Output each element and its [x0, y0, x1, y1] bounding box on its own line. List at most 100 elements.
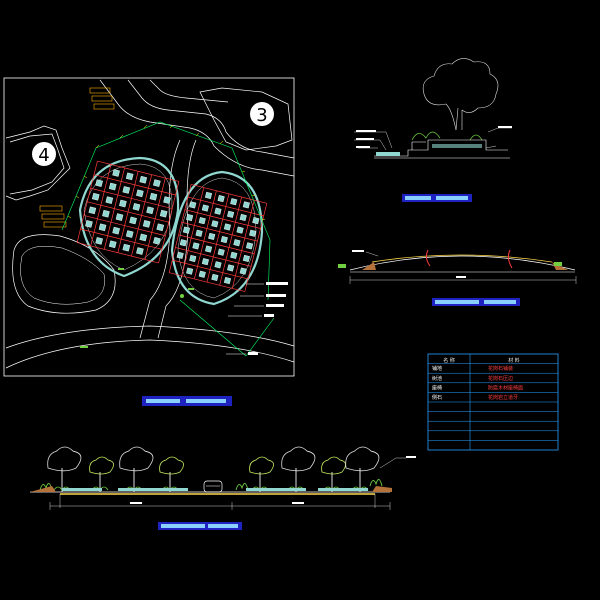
grid-line	[187, 196, 264, 217]
table-cell-material: 花岗岩立道牙	[488, 394, 518, 401]
grid-line	[83, 215, 166, 237]
mound-surface	[371, 254, 553, 263]
tree-pit	[153, 179, 161, 187]
tree-pit	[153, 237, 161, 245]
tree-pit	[211, 220, 219, 228]
table-cell-name: 侧石	[432, 394, 442, 401]
grid-line	[206, 193, 230, 283]
tree-pit	[102, 209, 110, 218]
plan-view: 4 3	[3, 77, 295, 406]
zone-label-3: 3	[256, 105, 267, 126]
grid-line	[168, 184, 192, 273]
tree-pit	[85, 220, 93, 228]
tree-pit	[223, 223, 232, 231]
tree-pool-section	[354, 58, 512, 202]
tree-pit	[125, 230, 134, 238]
tree-pit	[227, 210, 235, 218]
tree-pit	[182, 226, 191, 234]
tree-pit	[119, 199, 127, 208]
section-tree	[422, 58, 499, 131]
section-leader-text	[356, 126, 512, 148]
tree-canopy	[159, 456, 184, 475]
tree-pit	[230, 198, 238, 206]
lake-inner	[20, 246, 105, 305]
grid-line	[181, 221, 258, 242]
grid-line	[194, 190, 217, 280]
plan-vegetation-marks	[80, 268, 194, 348]
tree-canopy	[281, 446, 316, 472]
tree-canopy	[321, 456, 346, 475]
tree-pit	[122, 243, 131, 252]
building-3	[199, 87, 293, 151]
tree-pit	[163, 196, 171, 204]
street-paving-strips	[62, 488, 368, 491]
tree-pit	[132, 203, 141, 211]
tree-pit	[220, 236, 228, 244]
tree-pit	[249, 229, 257, 237]
tree-pit	[189, 254, 197, 263]
tree-pit	[139, 233, 148, 242]
tree-canopy	[345, 446, 380, 472]
plan-callout-text-placeholders	[248, 282, 288, 355]
tree-pit	[189, 201, 197, 209]
tree-pit	[139, 175, 148, 184]
tree-pit	[186, 213, 194, 222]
plan-dimension-ticks	[67, 124, 266, 221]
tree-pit	[242, 254, 250, 263]
street-car	[203, 480, 223, 493]
shrub	[235, 483, 249, 491]
tree-pit	[236, 226, 244, 234]
tree-pit	[223, 277, 232, 285]
section-shrubs	[411, 131, 483, 141]
tree-pit	[159, 209, 168, 218]
tree-pit	[98, 223, 107, 232]
tree-pit	[204, 245, 213, 253]
tree-canopy	[119, 446, 154, 472]
tree-pit	[186, 267, 194, 275]
left-oval-plaza	[76, 156, 180, 278]
table-cell-name: 树池	[432, 375, 442, 382]
zone-marker-3	[250, 102, 274, 126]
tree-pit	[112, 169, 120, 177]
tree-pit	[214, 207, 222, 215]
legend-header-name: 名 称	[443, 357, 455, 364]
tree-pit	[239, 213, 247, 222]
tree-pit	[91, 192, 100, 201]
table-cell-name: 铺地	[432, 365, 442, 372]
grid-line	[244, 203, 268, 292]
lake-outline	[12, 234, 116, 314]
section-structure	[374, 139, 510, 159]
tree-canopy	[249, 456, 274, 475]
tree-pit	[198, 217, 206, 225]
tree-pit	[108, 240, 117, 249]
tree-pit	[95, 237, 103, 245]
tree-pit	[112, 226, 120, 235]
zone-marker-4	[32, 142, 56, 166]
tree-pit	[105, 196, 114, 204]
tree-pit	[217, 195, 225, 203]
table-cell-name: 座椅	[432, 384, 442, 391]
grid-line	[93, 174, 176, 196]
grid-line	[172, 259, 249, 280]
grid-line	[231, 200, 255, 289]
tree-pit	[136, 189, 144, 198]
tree-pit	[211, 273, 219, 281]
zone-label-4: 4	[38, 145, 49, 166]
tree-pit	[195, 229, 203, 237]
grid-line	[80, 228, 163, 250]
grid-line	[97, 160, 179, 182]
tree-pit	[156, 223, 165, 232]
tree-pit	[214, 261, 222, 269]
table-cell-material: 防腐木材座椅面	[488, 384, 523, 391]
section-paving	[376, 152, 400, 156]
grid-line	[191, 184, 267, 204]
grid-line	[87, 201, 169, 223]
right-oval-plaza	[168, 170, 268, 306]
tree-pit	[108, 182, 117, 191]
street-section	[30, 446, 416, 530]
tree-pit	[245, 242, 254, 250]
grid-line	[178, 234, 255, 255]
grid-line	[184, 209, 261, 229]
